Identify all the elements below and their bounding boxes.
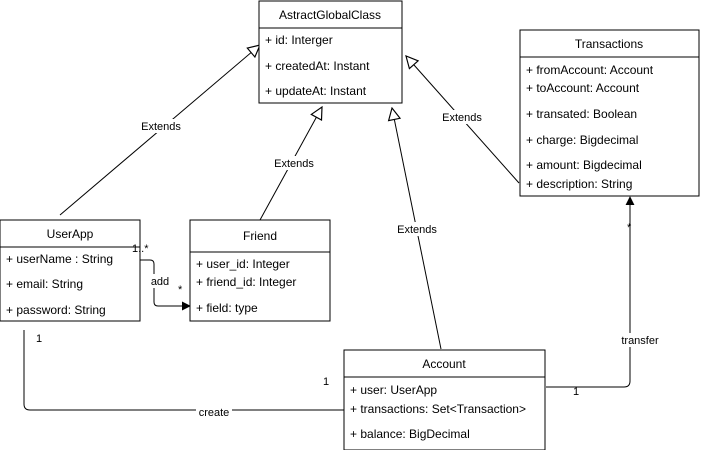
class-name: Transactions <box>575 37 643 51</box>
class-name: AstractGlobalClass <box>279 8 381 22</box>
edge-labels: Extends Extends Extends Extends add crea… <box>138 110 664 419</box>
class-name: Account <box>422 357 466 371</box>
multiplicity-account-transfer: 1 <box>573 386 579 398</box>
extends-label-friend: Extends <box>274 158 314 170</box>
create-label: create <box>199 407 230 419</box>
class-account[interactable]: Account + user: UserApp + transactions: … <box>343 349 546 450</box>
class-attribute: + id: Interger <box>265 33 333 47</box>
class-userapp[interactable]: UserApp + userName : String + email: Str… <box>0 219 141 322</box>
class-attribute: + fromAccount: Account <box>526 63 654 77</box>
class-attribute: + user_id: Integer <box>196 257 290 271</box>
class-attribute: + updateAt: Instant <box>265 84 367 98</box>
create-edge <box>23 330 344 411</box>
class-attribute: + toAccount: Account <box>526 81 640 95</box>
transfer-edge <box>546 196 635 388</box>
class-attribute: + amount: Bigdecimal <box>526 158 642 172</box>
multiplicity-userapp-create: 1 <box>36 333 42 345</box>
multiplicity-userapp-add: 1..* <box>132 243 149 255</box>
class-name: UserApp <box>47 227 94 241</box>
class-attribute: + createdAt: Instant <box>265 59 370 73</box>
extends-label-userapp: Extends <box>141 121 181 133</box>
extends-label-transactions: Extends <box>442 112 482 124</box>
class-abstract-global[interactable]: AstractGlobalClass + id: Interger + crea… <box>258 0 403 104</box>
multiplicity-friend-add: * <box>178 284 183 296</box>
class-attribute: + userName : String <box>6 252 113 266</box>
class-transactions[interactable]: Transactions + fromAccount: Account + to… <box>519 29 700 197</box>
transfer-label: transfer <box>621 335 659 347</box>
class-attribute: + description: String <box>526 177 632 191</box>
class-attribute: + field: type <box>196 301 258 315</box>
class-attribute: + password: String <box>6 303 106 317</box>
extends-label-account: Extends <box>397 224 437 236</box>
class-attribute: + friend_id: Integer <box>196 275 296 289</box>
class-friend[interactable]: Friend + user_id: Integer + friend_id: I… <box>189 219 331 322</box>
class-attribute: + balance: BigDecimal <box>350 427 470 441</box>
class-attribute: + charge: Bigdecimal <box>526 133 638 147</box>
multiplicities: 1..* * 1 1 1 * <box>36 222 632 398</box>
class-attribute: + transated: Boolean <box>526 107 637 121</box>
class-attribute: + email: String <box>6 277 83 291</box>
class-name: Friend <box>243 229 277 243</box>
multiplicity-account-create: 1 <box>323 376 329 388</box>
multiplicity-transactions-transfer: * <box>627 222 632 234</box>
class-attribute: + transactions: Set<Transaction> <box>350 402 526 416</box>
add-label: add <box>151 276 169 288</box>
class-attribute: + user: UserApp <box>350 383 437 397</box>
